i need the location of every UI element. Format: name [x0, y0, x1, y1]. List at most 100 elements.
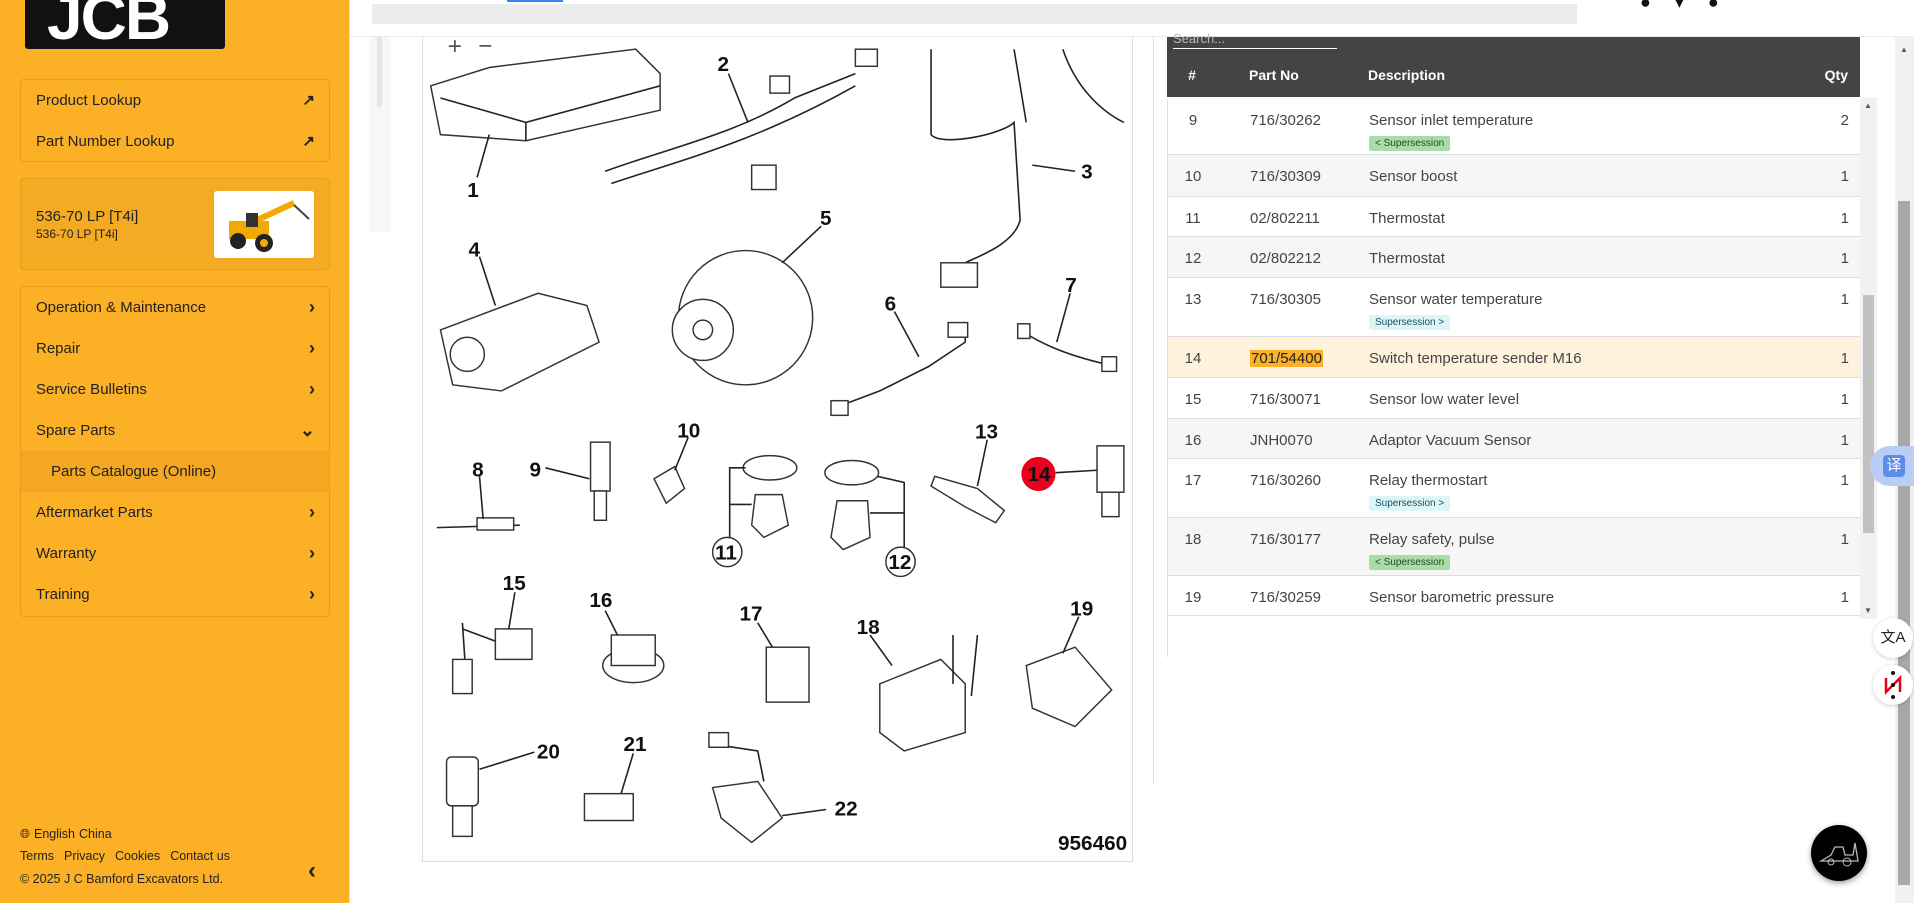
sidebar: JCB Product Lookup ↗ Part Number Lookup …	[0, 0, 350, 903]
part-number[interactable]: 716/30309	[1250, 168, 1321, 185]
callout-13[interactable]: 13	[975, 421, 998, 444]
part-number[interactable]: 716/30071	[1250, 391, 1321, 408]
external-link-icon[interactable]: ↗	[302, 133, 315, 150]
callout-5[interactable]: 5	[820, 207, 832, 230]
translate-widget[interactable]: 译	[1870, 446, 1914, 486]
product-lookup-link[interactable]: Product Lookup	[36, 92, 141, 109]
scroll-up-arrow: ▲	[1864, 101, 1872, 110]
header-description[interactable]: Description	[1368, 67, 1446, 83]
callout-2[interactable]: 2	[717, 53, 729, 76]
callout-16[interactable]: 16	[589, 589, 612, 612]
part-number[interactable]: 716/30260	[1250, 472, 1321, 489]
row-number: 9	[1188, 112, 1198, 129]
part-number[interactable]: 716/30305	[1250, 291, 1321, 308]
callout-17[interactable]: 17	[739, 602, 762, 625]
supersession-badge[interactable]: < Supersession	[1369, 136, 1451, 151]
part-number[interactable]: 716/30259	[1250, 589, 1321, 606]
part-number[interactable]: 716/30177	[1250, 531, 1321, 548]
header-number[interactable]: #	[1188, 67, 1196, 83]
search-input[interactable]: Search...	[1173, 31, 1337, 49]
description: Adaptor Vacuum Sensor	[1369, 432, 1532, 449]
external-link-icon[interactable]: ↗	[302, 92, 315, 109]
callout-12[interactable]: 12	[888, 551, 911, 574]
part-number-highlighted[interactable]: 701/54400	[1250, 350, 1323, 367]
header-icons[interactable]: ●▾●	[1640, 0, 1743, 12]
callout-7[interactable]: 7	[1065, 274, 1077, 297]
machine-subtitle: 536-70 LP [T4i]	[36, 227, 118, 241]
drawing-number: 956460	[1058, 832, 1127, 855]
callout-8[interactable]: 8	[472, 458, 484, 481]
callout-15[interactable]: 15	[503, 572, 526, 595]
backhoe-loader-button[interactable]	[1811, 825, 1867, 881]
callout-1[interactable]: 1	[467, 179, 479, 202]
language-translate-icon[interactable]: 文A	[1873, 618, 1913, 658]
callout-10[interactable]: 10	[677, 419, 700, 442]
quantity: 1	[1840, 250, 1849, 267]
exploded-parts-drawing: + − 1 2 3 4 5 6 7 8 9 10 1	[429, 33, 1127, 855]
collapse-sidebar-button[interactable]: ‹	[308, 857, 316, 884]
contact-us-link[interactable]: Contact us	[170, 849, 230, 863]
part-number[interactable]: 02/802211	[1250, 210, 1320, 227]
callout-21[interactable]: 21	[624, 733, 647, 756]
table-scrollbar[interactable]: ▲ ▼	[1860, 97, 1877, 619]
part-number[interactable]: 02/802212	[1250, 250, 1321, 267]
nav-warranty[interactable]: Warranty›	[21, 533, 329, 574]
top-search-bar[interactable]	[372, 4, 1577, 24]
callout-11[interactable]: 11	[715, 541, 737, 564]
quantity: 1	[1840, 291, 1849, 308]
part-number[interactable]: 716/30262	[1250, 112, 1321, 129]
jcb-logo[interactable]: JCB	[25, 0, 225, 49]
nav-label: Training	[36, 586, 90, 603]
callout-18[interactable]: 18	[857, 616, 880, 639]
nav-aftermarket-parts[interactable]: Aftermarket Parts›	[21, 492, 329, 533]
header-qty[interactable]: Qty	[1824, 67, 1848, 83]
callout-9[interactable]: 9	[530, 458, 542, 481]
callout-19[interactable]: 19	[1070, 597, 1093, 620]
part-number[interactable]: JNH0070	[1250, 432, 1313, 449]
nav-spare-parts[interactable]: Spare Parts⌄	[21, 410, 329, 451]
table-header: Search... # Part No Description Qty	[1167, 31, 1860, 97]
supersession-badge[interactable]: Supersession >	[1369, 496, 1451, 511]
row-number: 17	[1184, 472, 1202, 489]
callout-3[interactable]: 3	[1081, 161, 1093, 184]
callout-4[interactable]: 4	[469, 239, 481, 262]
nav-label: Repair	[36, 340, 81, 357]
scrollbar-thumb	[1863, 295, 1874, 533]
left-scroll-track[interactable]	[370, 37, 390, 232]
nav-label: Warranty	[36, 545, 97, 562]
callout-22[interactable]: 22	[835, 798, 858, 821]
terms-link[interactable]: Terms	[20, 849, 55, 863]
nav-label: Service Bulletins	[36, 381, 147, 398]
zoom-out-button[interactable]: −	[478, 33, 492, 60]
nav-repair[interactable]: Repair›	[21, 328, 329, 369]
nav-service-bulletins[interactable]: Service Bulletins›	[21, 369, 329, 410]
privacy-link[interactable]: Privacy	[64, 849, 106, 863]
nav-parts-catalogue-online[interactable]: Parts Catalogue (Online)	[21, 451, 329, 492]
machine-card[interactable]: 536-70 LP [T4i] 536-70 LP [T4i]	[20, 178, 330, 270]
header-part-no[interactable]: Part No	[1249, 67, 1299, 83]
part-number-lookup-link[interactable]: Part Number Lookup	[36, 133, 174, 150]
network-extension-icon[interactable]	[1873, 665, 1913, 705]
cookies-link[interactable]: Cookies	[115, 849, 161, 863]
nav-operation-maintenance[interactable]: Operation & Maintenance›	[21, 287, 329, 328]
supersession-badge[interactable]: Supersession >	[1369, 315, 1451, 330]
callout-6[interactable]: 6	[885, 292, 897, 315]
callout-20[interactable]: 20	[537, 740, 560, 763]
nav-training[interactable]: Training›	[21, 574, 329, 615]
callout-14-highlighted[interactable]: 14	[1027, 463, 1051, 486]
zoom-in-button[interactable]: +	[448, 33, 462, 60]
supersession-badge[interactable]: < Supersession	[1369, 555, 1451, 570]
parts-diagram[interactable]: + − 1 2 3 4 5 6 7 8 9 10 1	[422, 33, 1133, 862]
